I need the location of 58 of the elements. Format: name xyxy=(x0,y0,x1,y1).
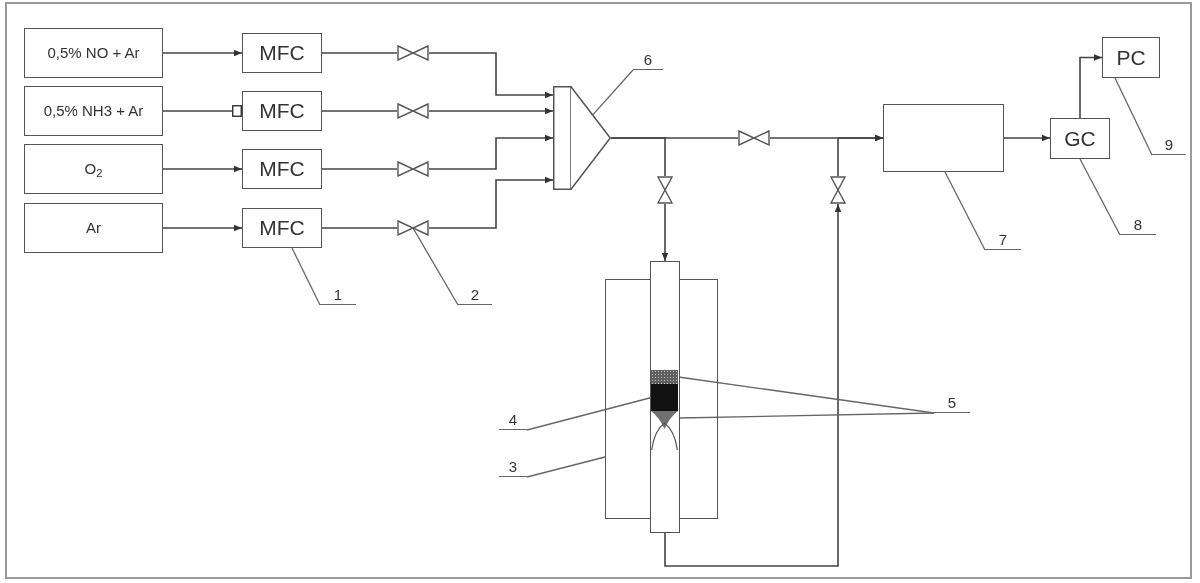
callout-number: 6 xyxy=(633,50,663,70)
flow-arrow xyxy=(428,134,554,170)
flow-arrow xyxy=(162,49,243,57)
leader-line xyxy=(1114,77,1153,156)
flow-arrow xyxy=(1079,54,1103,119)
pipe-line xyxy=(321,168,398,170)
leader-line xyxy=(412,227,459,306)
flow-arrow xyxy=(162,224,243,232)
flow-arrow xyxy=(1003,134,1051,142)
flow-arrow xyxy=(837,134,884,177)
flow-arrow xyxy=(661,203,669,262)
valve-symbol xyxy=(397,45,429,61)
pipe-line xyxy=(321,52,398,54)
valve-symbol xyxy=(830,176,846,204)
valve-symbol xyxy=(397,103,429,119)
gas-source-box: O$_{2}$ xyxy=(24,144,163,194)
wool-plug xyxy=(651,410,678,451)
valve-symbol xyxy=(397,161,429,177)
wool-plug xyxy=(651,369,678,384)
leader-line xyxy=(944,171,986,251)
pipe-line xyxy=(162,105,243,117)
pipe-line xyxy=(321,110,398,112)
valve-symbol xyxy=(657,176,673,204)
reactor-tube xyxy=(650,261,680,533)
analyzer-box xyxy=(883,104,1004,172)
callout-number: 8 xyxy=(1120,215,1156,235)
flow-arrow xyxy=(428,176,554,229)
flow-controller-box: MFC xyxy=(242,33,322,73)
flow-controller-box: MFC xyxy=(242,208,322,248)
callout-number: 2 xyxy=(458,285,492,305)
flow-arrow xyxy=(428,107,554,115)
furnace-box xyxy=(605,279,718,519)
flow-controller-box: MFC xyxy=(242,91,322,131)
callout-number: 1 xyxy=(320,285,356,305)
leader-line xyxy=(1079,158,1121,236)
catalyst-bed xyxy=(651,383,678,411)
callout-number: 5 xyxy=(934,393,970,413)
valve-symbol xyxy=(397,220,429,236)
flow-arrow xyxy=(428,52,554,99)
chromatograph-box: GC xyxy=(1050,118,1110,159)
pipe-line xyxy=(321,227,398,229)
callout-number: 4 xyxy=(499,410,527,430)
pipe-line xyxy=(610,137,666,177)
gas-source-box: Ar xyxy=(24,203,163,253)
computer-box: PC xyxy=(1102,37,1160,78)
flow-arrow xyxy=(664,203,842,567)
callout-number: 3 xyxy=(499,457,527,477)
flow-arrow xyxy=(162,165,243,173)
callout-number: 7 xyxy=(985,230,1021,250)
callout-number: 9 xyxy=(1152,135,1186,155)
gas-source-box: 0,5% NH3 + Ar xyxy=(24,86,163,136)
gas-source-box: 0,5% NO + Ar xyxy=(24,28,163,78)
mixer-symbol xyxy=(553,86,611,190)
valve-symbol xyxy=(738,130,770,146)
leader-line xyxy=(526,456,606,478)
leader-line xyxy=(291,247,321,306)
leader-line xyxy=(592,69,634,116)
flow-controller-box: MFC xyxy=(242,149,322,189)
